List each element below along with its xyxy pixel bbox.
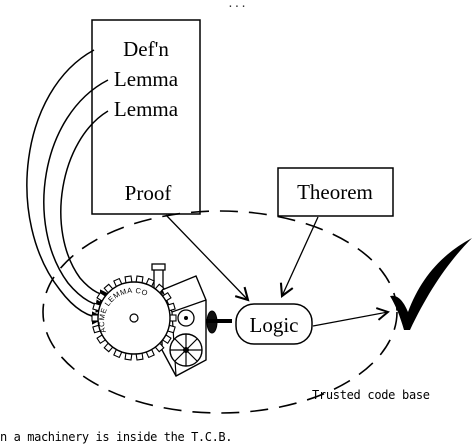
theorem-box (277, 167, 394, 217)
arrow-lemma-2 (60, 110, 114, 303)
tcb-label: Trusted code base (312, 388, 430, 402)
arrow-defn (26, 49, 106, 325)
lemma-label-1: Lemma (114, 67, 179, 91)
logic-box (235, 303, 313, 345)
defn-label: Def'n (123, 37, 169, 61)
checkmark-icon (390, 238, 472, 330)
arrow-lemma-1 (43, 79, 110, 313)
arrow-theorem-logic (279, 216, 319, 298)
arrow-logic-check (312, 307, 390, 327)
theorem-label: Theorem (297, 180, 373, 204)
proof-label: Proof (125, 181, 172, 205)
proof-box (91, 19, 201, 215)
lemma-label-2: Lemma (114, 97, 179, 121)
header-fragment: ... (227, 0, 247, 10)
caption-fragment: n a machinery is inside the T.C.B. (0, 430, 232, 444)
machine: ACME LEMMA CO (91, 263, 232, 377)
cog-tooth (169, 314, 177, 322)
arrow-proof-logic (165, 214, 250, 302)
cog-tooth (91, 314, 99, 322)
tcb-boundary (42, 210, 398, 414)
logic-label: Logic (250, 313, 299, 337)
